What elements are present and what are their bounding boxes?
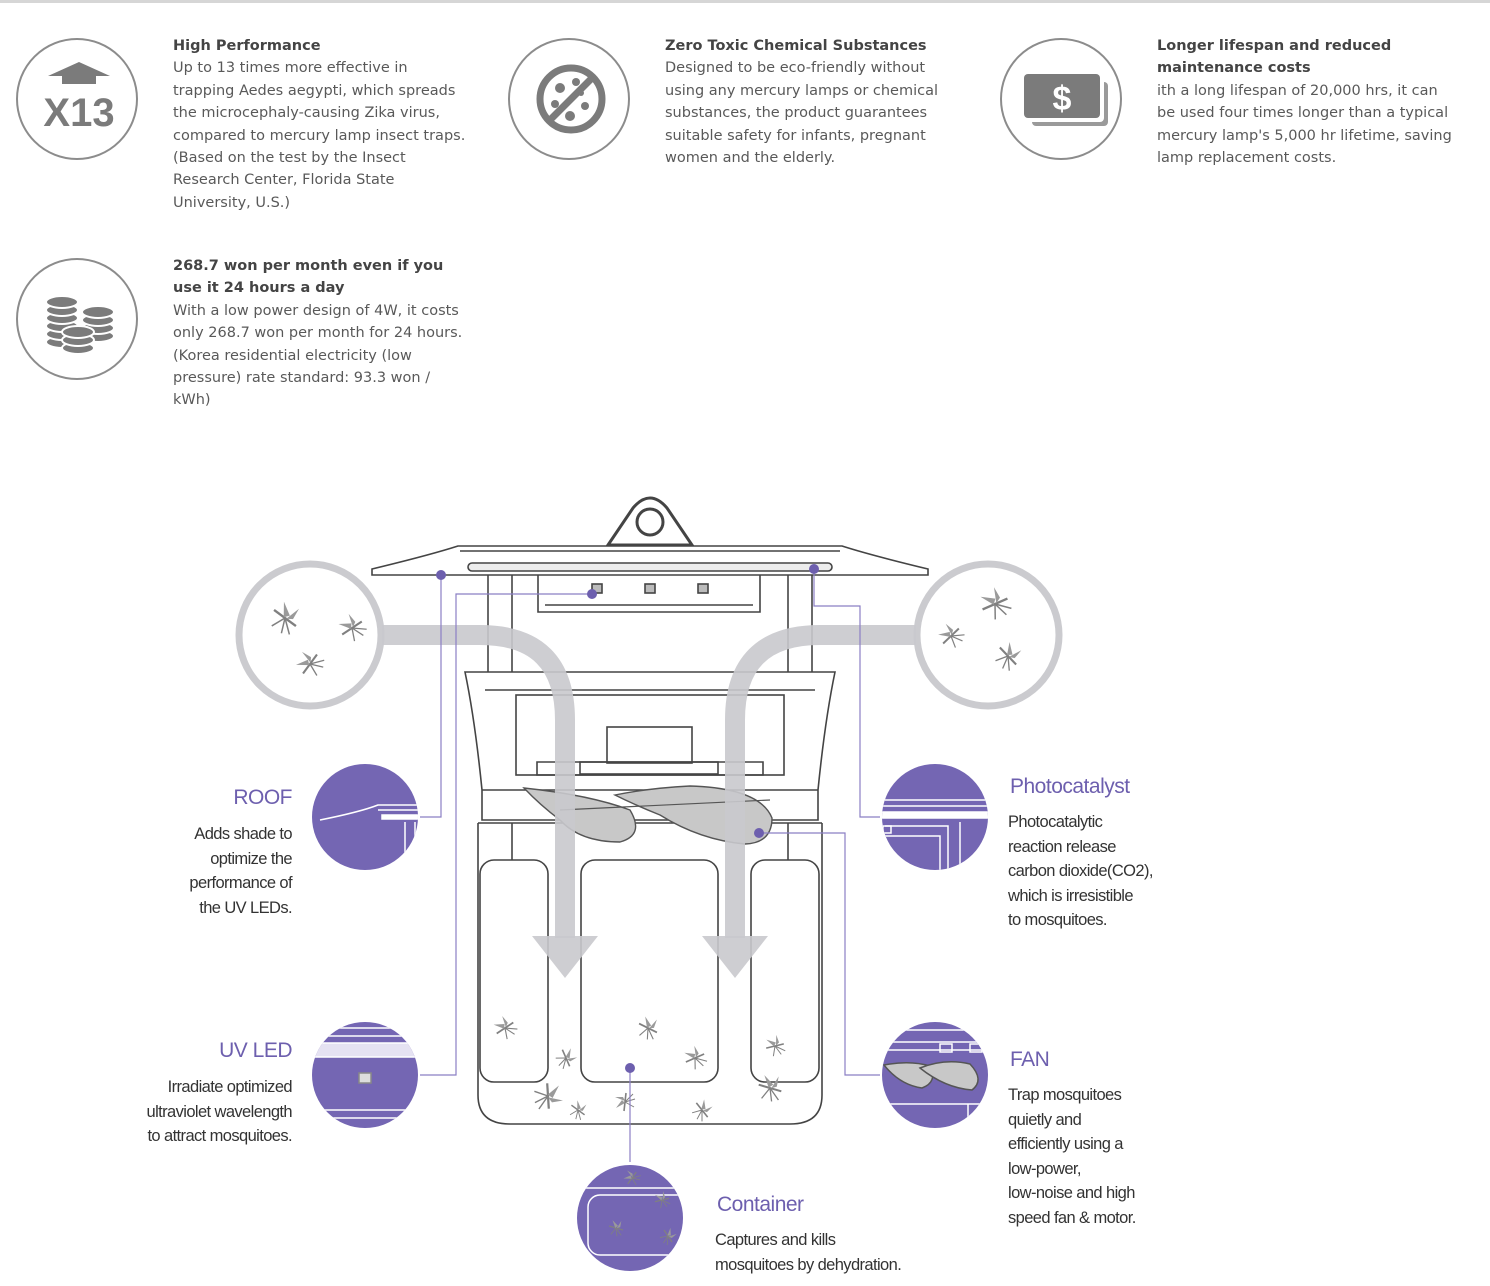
feature-low-cost: 268.7 won per month even if you use it 2… xyxy=(173,255,465,412)
fan-title: FAN xyxy=(1010,1048,1050,1071)
airflow-arrowhead xyxy=(702,936,768,978)
fan-description-line: efficiently using a xyxy=(1008,1135,1123,1153)
coin-stacks-icon xyxy=(16,258,138,380)
photocatalyst-description-line: to mosquitoes. xyxy=(1008,911,1108,929)
fan-description-line: Trap mosquitoes xyxy=(1008,1086,1122,1104)
callout-leaders xyxy=(420,569,880,1162)
mosquito-icon xyxy=(680,1042,710,1074)
photocatalyst-detail-circle xyxy=(882,764,988,870)
photocatalyst-description-line: which is irresistible xyxy=(1008,886,1134,905)
mosquito-icon xyxy=(634,1013,662,1043)
roof-title: ROOF xyxy=(233,786,292,809)
container-detail-circle xyxy=(577,1165,683,1271)
feature-longer-lifespan: Longer lifespan and reduced maintenance … xyxy=(1157,35,1452,169)
feature-body: Up to 13 times more effective in trappin… xyxy=(173,60,466,211)
dollar-icon-label: $ xyxy=(1053,80,1072,118)
roof-description-line: the UV LEDs. xyxy=(199,898,292,917)
fan-description-line: low-noise and high xyxy=(1008,1184,1135,1202)
no-chemicals-icon xyxy=(508,38,630,160)
feature-body: With a low power design of 4W, it costs … xyxy=(173,302,463,409)
airflow-arrow-left xyxy=(382,625,575,938)
uv-led-detail-circle xyxy=(312,1022,418,1128)
fan-blade xyxy=(522,787,637,843)
photocatalyst-description-line: carbon dioxide(CO2), xyxy=(1008,862,1153,880)
photocatalyst-title: Photocatalyst xyxy=(1010,775,1130,798)
roof-description-line: optimize the xyxy=(210,849,292,868)
uv-led-description-line: ultraviolet wavelength xyxy=(146,1102,293,1121)
x13-upgrade-icon: X13 xyxy=(16,38,138,160)
mosquito-zone-left xyxy=(235,560,385,710)
mosquito-icon xyxy=(552,1044,580,1072)
callout-dots xyxy=(436,564,819,1073)
mosquito-icon xyxy=(755,1072,785,1104)
fan-description-line: quietly and xyxy=(1008,1110,1082,1129)
photocatalyst-description-line: reaction release xyxy=(1008,837,1116,856)
uv-led-description-line: to attract mosquitoes. xyxy=(147,1127,292,1145)
mosquito-icon xyxy=(489,1012,521,1044)
uv-led-description-line: Irradiate optimized xyxy=(167,1078,293,1096)
mosquito-icon xyxy=(762,1032,788,1060)
mosquito-icon xyxy=(614,1092,636,1112)
roof-description-line: Adds shade to xyxy=(194,825,292,843)
feature-title: Longer lifespan and reduced maintenance … xyxy=(1157,38,1392,77)
fan-description: Trap mosquitoes quietly and efficiently … xyxy=(1008,1083,1183,1230)
mosquito-icon xyxy=(565,1097,591,1123)
feature-high-performance: High Performance Up to 13 times more eff… xyxy=(173,35,468,214)
container-description-line: Captures and kills xyxy=(715,1231,836,1249)
mosquito-zone-right xyxy=(913,560,1063,710)
container-description-line: mosquitoes by dehydration. xyxy=(715,1255,902,1274)
feature-title: 268.7 won per month even if you use it 2… xyxy=(173,258,444,297)
fan-description-line: speed fan & motor. xyxy=(1008,1208,1136,1227)
feature-title: High Performance xyxy=(173,38,321,54)
feature-zero-toxic: Zero Toxic Chemical Substances Designed … xyxy=(665,35,950,169)
airflow-arrow-right xyxy=(725,625,916,938)
roof-description-line: performance of xyxy=(189,874,292,892)
top-divider xyxy=(0,0,1490,3)
airflow-arrowhead xyxy=(532,936,598,978)
x13-icon-label: X13 xyxy=(43,91,114,135)
uv-led-description: Irradiate optimized ultraviolet waveleng… xyxy=(100,1075,293,1149)
roof-description: Adds shade to optimize the performance o… xyxy=(130,822,292,920)
feature-title: Zero Toxic Chemical Substances xyxy=(665,38,927,54)
container-description: Captures and kills mosquitoes by dehydra… xyxy=(715,1228,945,1277)
feature-body: Designed to be eco-friendly without usin… xyxy=(665,60,939,167)
roof-detail-circle xyxy=(312,764,418,870)
mosquito-icon xyxy=(687,1095,717,1125)
dollar-bills-icon: $ xyxy=(1000,38,1122,160)
feature-body: ith a long lifespan of 20,000 hrs, it ca… xyxy=(1157,82,1452,167)
fan-description-line: low-power, xyxy=(1008,1159,1081,1178)
photocatalyst-description-line: Photocatalytic xyxy=(1008,813,1103,831)
uv-led-title: UV LED xyxy=(219,1039,292,1062)
container-title: Container xyxy=(717,1193,804,1216)
photocatalyst-description: Photocatalytic reaction release carbon d… xyxy=(1008,810,1183,933)
mosquito-icon xyxy=(530,1080,566,1112)
fan-detail-circle xyxy=(882,1022,988,1128)
